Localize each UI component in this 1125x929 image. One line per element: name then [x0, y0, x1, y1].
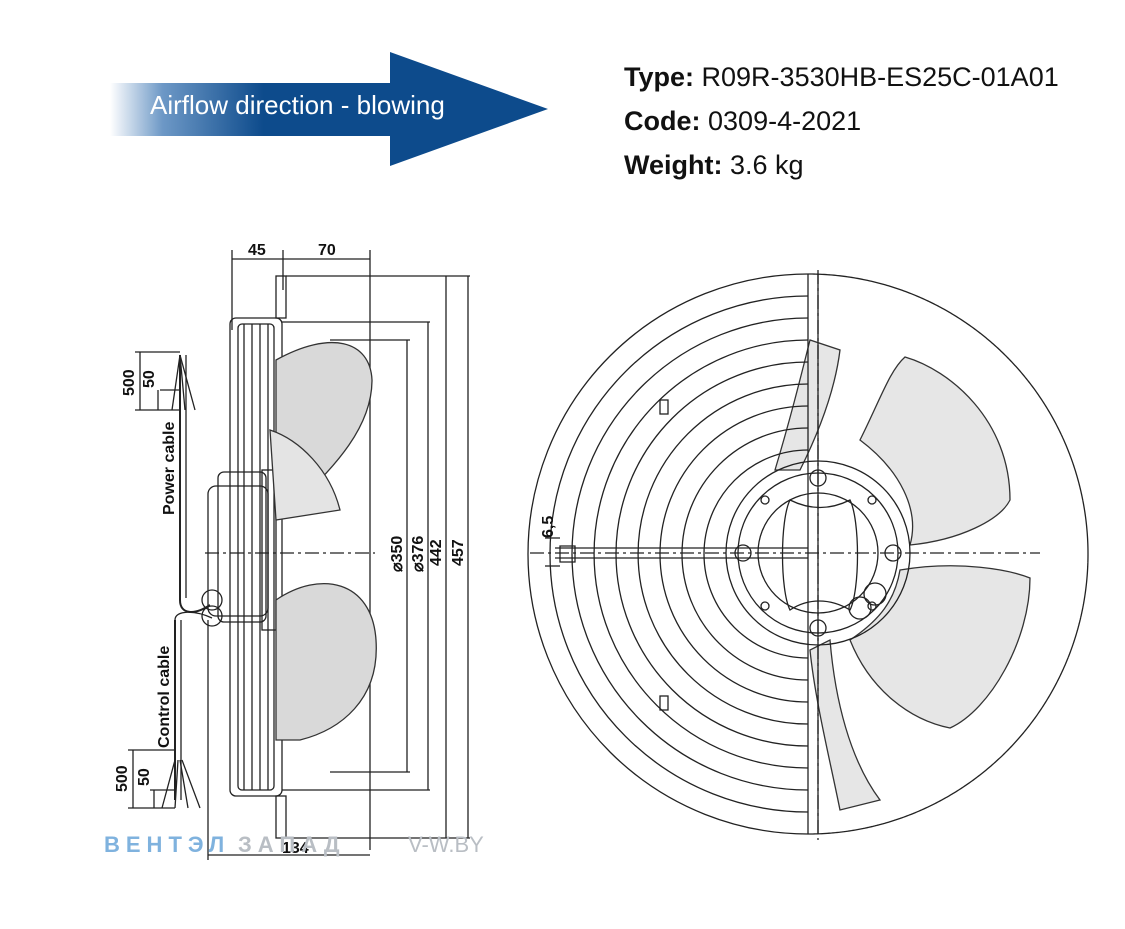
dim-376: ⌀376	[410, 536, 427, 572]
watermark-part2: ЗАПАД	[238, 832, 346, 857]
dim-6-5: 6,5	[540, 516, 557, 538]
watermark-part1: ВЕНТЭЛ	[104, 832, 231, 857]
power-cable-label: Power cable	[161, 422, 178, 515]
dim-134: 134	[282, 840, 309, 857]
dim-500-top: 500	[121, 369, 138, 396]
dim-350: ⌀350	[389, 536, 406, 572]
weight-line: Weight: 3.6 kg	[624, 150, 804, 181]
type-value: R09R-3530HB-ES25C-01A01	[701, 62, 1059, 92]
type-line: Type: R09R-3530HB-ES25C-01A01	[624, 62, 1059, 93]
dim-500-bottom: 500	[114, 765, 131, 792]
type-label: Type:	[624, 62, 695, 92]
code-line: Code: 0309-4-2021	[624, 106, 861, 137]
dim-442: 442	[428, 539, 445, 566]
dim-50-top: 50	[141, 370, 158, 388]
side-view	[128, 250, 470, 860]
dim-70: 70	[318, 242, 336, 259]
dim-50-bottom: 50	[136, 768, 153, 786]
weight-value: 3.6 kg	[730, 150, 804, 180]
airflow-arrow	[110, 52, 548, 166]
front-view	[527, 270, 1089, 840]
control-cable-label: Control cable	[156, 646, 173, 748]
weight-label: Weight:	[624, 150, 723, 180]
code-value: 0309-4-2021	[708, 106, 862, 136]
code-label: Code:	[624, 106, 701, 136]
dim-457: 457	[450, 539, 467, 566]
dim-45: 45	[248, 242, 266, 259]
airflow-label: Airflow direction - blowing	[150, 90, 445, 120]
watermark-site: V-W.BY	[408, 832, 484, 857]
